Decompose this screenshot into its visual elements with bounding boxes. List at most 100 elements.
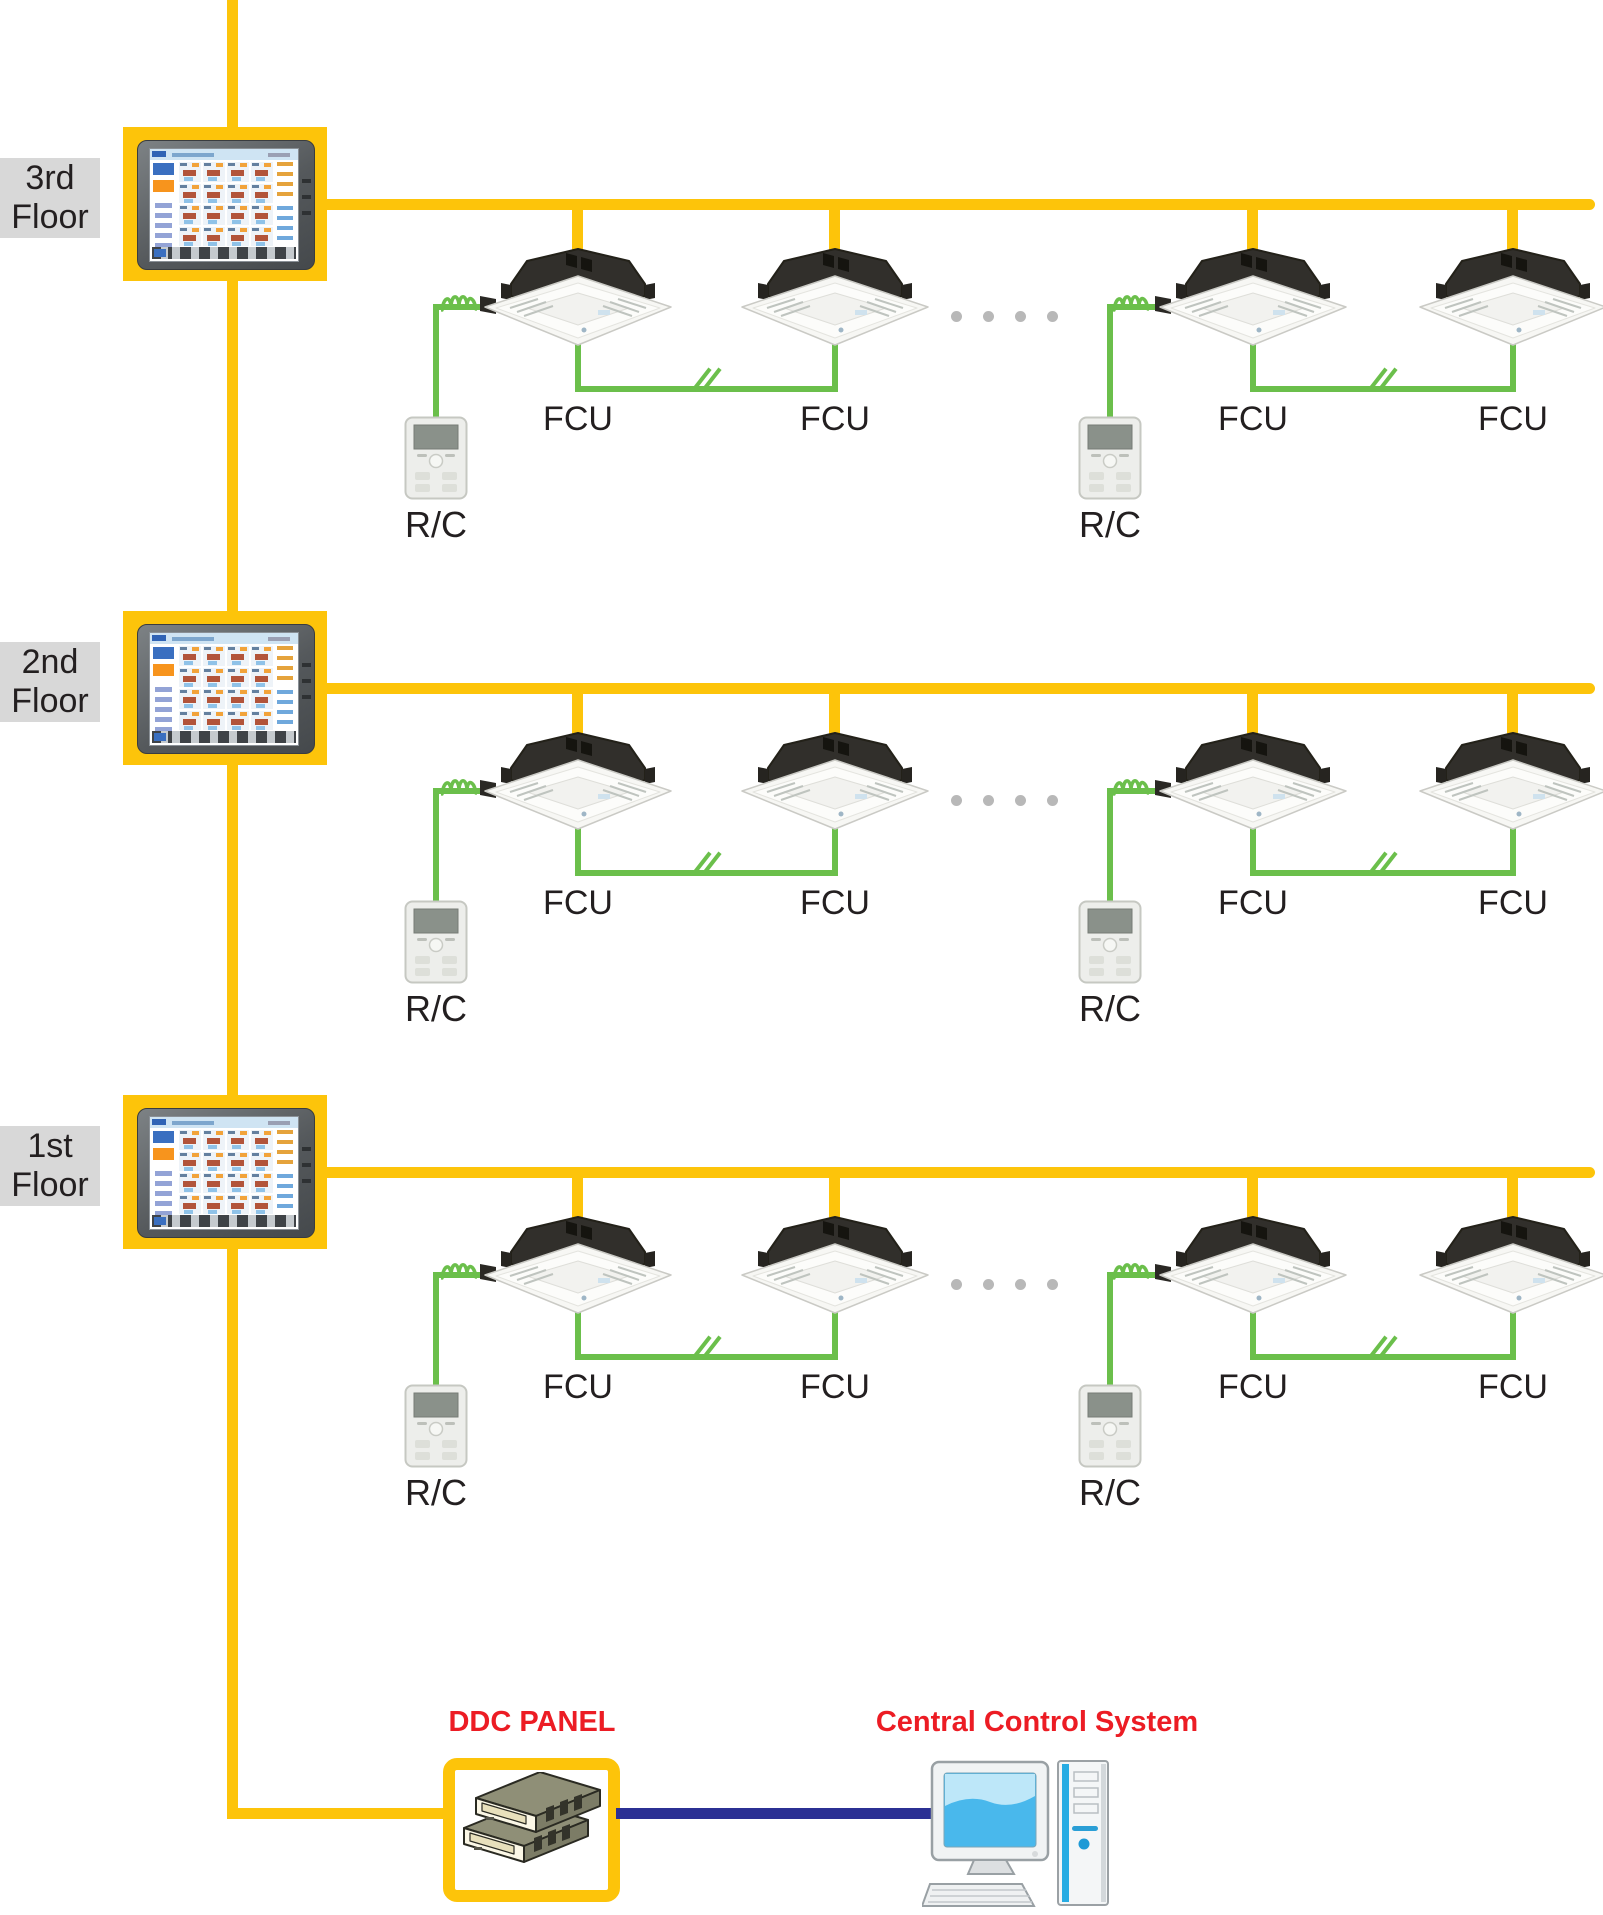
fcu-drop-line [829,1172,840,1220]
wire-break-icon [1368,362,1398,396]
fcu-drop-line [572,688,583,736]
fcu-label: FCU [1218,400,1288,438]
fcu-link-wire [832,340,838,392]
remote-label: R/C [1079,504,1141,545]
wire-break-icon [692,846,722,880]
controller-screen-header [150,633,298,644]
floor-label-line2: Floor [11,682,89,720]
fcu-icon [1155,1216,1347,1314]
fcu-drop-line [572,204,583,252]
controller-screen [149,148,299,262]
wire-coil-icon [441,779,477,796]
wire-break-icon [692,362,722,396]
wire-break-icon [692,1330,722,1364]
fcu-link-wire [1250,870,1516,876]
floor-bus-line [320,1167,1595,1178]
remote-label: R/C [1079,1472,1141,1513]
rc-wire-vertical [433,304,439,418]
ddc-panel-label: DDC PANEL [448,1706,616,1738]
fcu-link-wire [1250,824,1256,876]
fcu-label: FCU [543,400,613,438]
wire-coil-icon [441,1263,477,1280]
fcu-icon [741,732,929,830]
central-control-label: Central Control System [875,1706,1199,1738]
floor-label: 3rd Floor [0,158,100,238]
fcu-drop-line [1247,1172,1258,1220]
controller-side-buttons [302,179,311,225]
controller-screen [149,632,299,746]
remote-label: R/C [1079,988,1141,1029]
rc-wire-vertical [1107,1272,1113,1386]
controller-screen-toolbar [152,247,296,259]
fcu-drop-line [1247,688,1258,736]
fcu-icon [1419,732,1603,830]
fcu-label: FCU [1218,1368,1288,1406]
fcu-link-wire [1510,1308,1516,1360]
fcu-label: FCU [543,884,613,922]
controller-side-buttons [302,663,311,709]
fcu-label: FCU [543,1368,613,1406]
wire-coil-icon [1113,1263,1149,1280]
fcu-drop-line [1507,688,1518,736]
controller-side-buttons [302,1147,311,1193]
rc-wire-horizontal [433,788,493,794]
fcu-label: FCU [800,1368,870,1406]
rc-wire-vertical [1107,788,1113,902]
controller-screen-menu [153,163,177,255]
remote-controller-icon [1078,900,1142,984]
fcu-link-wire [832,824,838,876]
fcu-link-wire [575,1308,581,1360]
fcu-icon [1419,1216,1603,1314]
remote-controller-icon [404,900,468,984]
floor-row: FCU FCU FCU FCU R/C R/C [0,484,1603,1044]
floor-bus-line [320,683,1595,694]
fcu-drop-line [1247,204,1258,252]
controller-unit-grid [179,646,273,730]
continuation-dots [951,1279,1058,1290]
fcu-drop-line [829,688,840,736]
controller-unit-grid [179,162,273,246]
controller-screen-toolbar [152,1215,296,1227]
remote-label: R/C [405,1472,467,1513]
fcu-label: FCU [800,884,870,922]
controller-screen-toolbar [152,731,296,743]
floor-row: FCU FCU FCU FCU R/C R/C [0,968,1603,1528]
wire-coil-icon [1113,295,1149,312]
fcu-icon [741,248,929,346]
remote-controller-icon [404,416,468,500]
fcu-link-wire [1510,340,1516,392]
remote-controller-icon [1078,416,1142,500]
fcu-link-wire [575,340,581,392]
rc-wire-horizontal [433,1272,493,1278]
controller-screen-legend [276,162,296,246]
fcu-label: FCU [1478,400,1548,438]
rc-wire-horizontal [1107,304,1163,310]
fcu-icon [480,1216,672,1314]
floor-label: 1st Floor [0,1126,100,1206]
rc-wire-vertical [433,1272,439,1386]
floor-label: 2nd Floor [0,642,100,722]
rc-wire-vertical [1107,304,1113,418]
floor-controller-touchscreen [137,1108,315,1238]
controller-screen-legend [276,1130,296,1214]
fcu-link-wire [1250,1308,1256,1360]
fcu-icon [480,248,672,346]
floor-label-line2: Floor [11,1166,89,1204]
floor-controller-box [123,127,327,281]
fcu-drop-line [572,1172,583,1220]
remote-controller-icon [404,1384,468,1468]
computer-icon [922,1760,1109,1907]
fcu-link-wire [575,824,581,876]
floor-controller-box [123,611,327,765]
floor-label-line1: 2nd [21,643,79,681]
floor-controller-box [123,1095,327,1249]
fcu-link-wire [1250,1354,1516,1360]
fcu-label: FCU [1478,1368,1548,1406]
remote-label: R/C [405,504,467,545]
rc-wire-vertical [433,788,439,902]
floor-label-line2: Floor [11,198,89,236]
fcu-label: FCU [1478,884,1548,922]
rc-wire-horizontal [1107,788,1163,794]
controller-unit-grid [179,1130,273,1214]
fcu-icon [741,1216,929,1314]
